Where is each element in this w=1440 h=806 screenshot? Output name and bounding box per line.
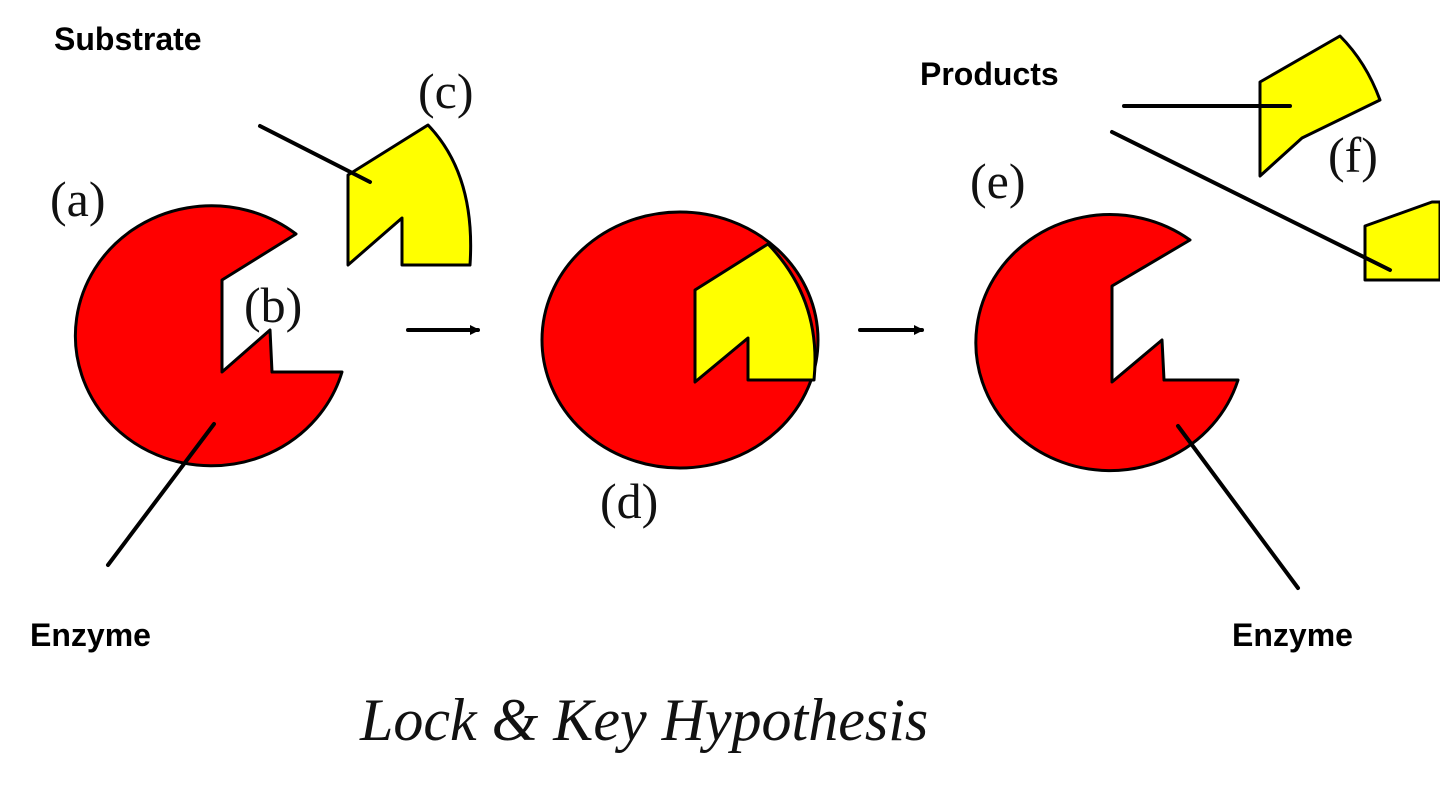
bound-substrate-shape [693, 242, 817, 384]
product-shape-2 [1363, 200, 1440, 282]
label-a: (a) [50, 171, 106, 227]
label-e: (e) [970, 153, 1026, 209]
enzyme-leader-line-right [1176, 424, 1300, 590]
substrate-shape [346, 123, 473, 267]
label-b: (b) [244, 277, 302, 333]
substrate-label: Substrate [54, 21, 202, 57]
enzyme-label-left: Enzyme [30, 617, 151, 653]
product-leader-line-2 [1110, 130, 1392, 272]
products-label: Products [920, 56, 1059, 92]
enzyme-leader-line-left [106, 422, 216, 567]
product-shape-1 [1258, 34, 1382, 178]
label-d: (d) [600, 473, 658, 529]
diagram-title: Lock & Key Hypothesis [359, 687, 928, 753]
label-f: (f) [1328, 127, 1378, 183]
enzyme-shape-1 [73, 204, 344, 468]
label-c: (c) [418, 63, 474, 119]
enzyme-label-right: Enzyme [1232, 617, 1353, 653]
enzyme-shape-3 [974, 213, 1240, 473]
substrate-leader-line [258, 124, 372, 184]
